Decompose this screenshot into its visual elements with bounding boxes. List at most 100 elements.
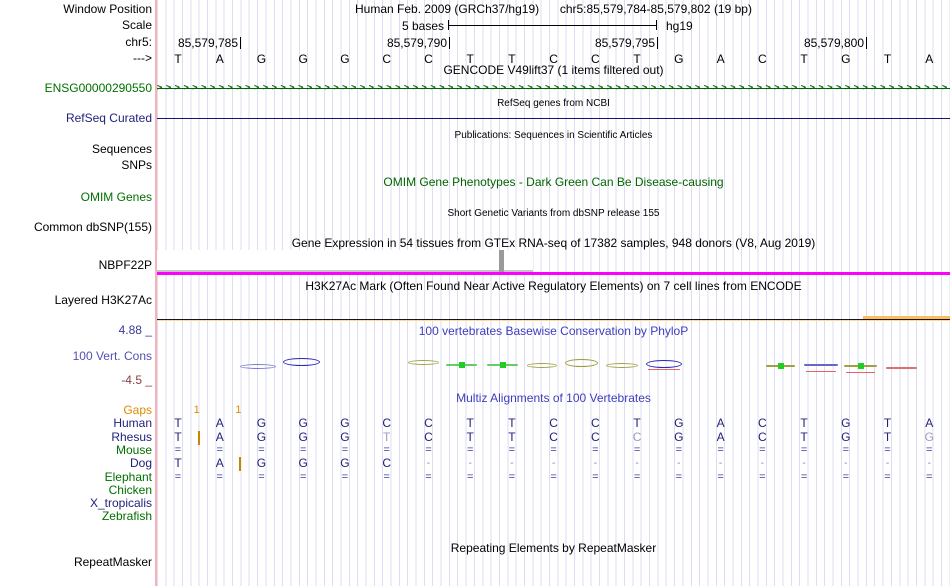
alignment-cell: = [633,470,641,483]
alignment-cell: G [298,416,308,431]
alignment-cell: = [174,470,182,483]
base-letter: T [883,52,892,66]
alignment-cell: G [841,429,851,444]
alignment-cell: - [718,458,723,470]
publications-sequences-label[interactable]: Sequences [91,142,152,156]
gtex-gene-model[interactable] [157,250,533,272]
alignment-cell: C [382,456,391,471]
alignment-cell: G [256,429,267,444]
alignment-cell: T [800,416,808,431]
cons-track-label[interactable]: 100 Vert. Cons [72,349,152,363]
alignment-cell: A [215,429,224,444]
alignment-cell: T [174,456,182,471]
conservation-mark [565,359,598,367]
refseq-gene-line[interactable] [157,118,950,119]
gencode-track-title[interactable]: GENCODE V49lift37 (1 items filtered out) [443,63,664,77]
alignment-cell: C [757,429,767,444]
alignment-cell: C [591,429,600,444]
publications-track-title[interactable]: Publications: Sequences in Scientific Ar… [454,130,653,141]
position-range: chr5:85,579,784-85,579,802 (19 bp) [559,2,752,16]
alignment-cell: T [466,429,474,444]
alignment-cell: = [258,470,265,483]
h3k27ac-label[interactable]: Layered H3K27Ac [54,293,152,307]
alignment-cell: = [675,470,683,483]
base-gridlines [157,0,950,586]
alignment-cell: G [340,429,350,444]
gtex-track-title[interactable]: Gene Expression in 54 tissues from GTEx … [291,236,816,250]
alignment-cell: - [426,458,431,470]
base-letter: T [508,52,516,66]
conservation-underline [648,369,680,370]
alignment-cell: C [382,416,391,431]
h3k27ac-track-title[interactable]: H3K27Ac Mark (Often Found Near Active Re… [305,279,802,293]
refseq-curated-label[interactable]: RefSeq Curated [65,111,152,125]
gencode-gene-line[interactable] [157,88,950,89]
alignment-cell: A [925,416,934,431]
alignment-cell: G [841,416,851,431]
multiz-species-label[interactable]: Human [113,416,152,431]
dbsnp-label[interactable]: Common dbSNP(155) [33,220,152,234]
alignment-cell: C [591,416,600,431]
alignment-cell: A [716,416,725,431]
alignment-cell: C [757,416,767,431]
alignment-cell: = [508,443,516,456]
repeatmasker-label[interactable]: RepeatMasker [73,555,152,569]
alignment-cell: = [633,443,641,456]
strand-label: ---> [133,51,152,65]
alignment-cell: = [299,470,307,483]
multiz-species-label[interactable]: Elephant [104,469,152,484]
conservation-mark [240,364,276,369]
assembly-name: Human Feb. 2009 (GRCh37/hg19) [355,2,540,16]
alignment-cell: = [216,470,223,483]
base-letter: A [925,52,934,66]
phylop-track-title[interactable]: 100 vertebrates Basewise Conservation by… [418,324,689,338]
omim-track-title[interactable]: OMIM Gene Phenotypes - Dark Green Can Be… [383,175,724,189]
multiz-species-label[interactable]: Gaps [123,403,152,417]
alignment-cell: G [256,456,267,471]
gencode-strand-arrows: >>>>>>>>>>>>>>>>>>>>>>>>>>>>>>>>>>>>>>>>… [157,83,950,93]
multiz-species-label[interactable]: Chicken [108,482,152,497]
alignment-cell: = [800,443,808,456]
omim-genes-label[interactable]: OMIM Genes [80,190,152,204]
gencode-item-label[interactable]: ENSG00000290550 [44,81,152,95]
alignment-cell: C [632,429,642,444]
multiz-species-label[interactable]: Zebrafish [101,509,152,524]
alignment-cell: C [549,416,558,431]
h3k27ac-signal-low [157,320,950,321]
cons-min-label: -4.5 _ [121,373,152,387]
multiz-species-label[interactable]: Rhesus [111,429,152,444]
multiz-species-label[interactable]: X_tropicalis [89,496,152,511]
alignment-cell: C [549,429,558,444]
alignment-cell: A [716,429,725,444]
alignment-cell: = [842,443,849,456]
base-letter: G [256,52,267,66]
multiz-track-title[interactable]: Multiz Alignments of 100 Vertebrates [456,391,651,405]
dbsnp-track-title[interactable]: Short Genetic Variants from dbSNP releas… [447,208,660,219]
h3k27ac-signal-segment [863,316,950,319]
conservation-mark [527,363,557,368]
alignment-cell: - [844,458,848,470]
alignment-cell: = [717,470,724,483]
publications-snps-label[interactable]: SNPs [121,158,152,172]
gtex-gene-label[interactable]: NBPF22P [98,258,152,272]
alignment-cell: = [216,443,223,456]
alignment-cell: G [924,429,934,444]
alignment-cell: T [174,416,182,431]
alignment-cell: = [800,470,808,483]
conservation-dot [458,362,465,368]
left-edge-guide [155,0,157,586]
multiz-species-label[interactable]: Mouse [115,442,152,457]
alignment-cell: = [717,443,724,456]
alignment-cell: = [675,443,683,456]
multiz-species-label[interactable]: Dog [129,456,152,471]
alignment-cell: G [340,456,350,471]
alignment-cell: = [592,443,599,456]
nbpf22p-gene-bar[interactable] [157,272,950,275]
gtex-exon-bar [499,250,504,272]
genome-tag: hg19 [666,19,693,33]
conservation-mark [606,363,638,368]
refseq-track-title[interactable]: RefSeq genes from NCBI [497,98,610,109]
base-letter: C [424,52,433,66]
alignment-cell: T [174,429,182,444]
repeatmasker-track-title[interactable]: Repeating Elements by RepeatMasker [450,541,657,555]
